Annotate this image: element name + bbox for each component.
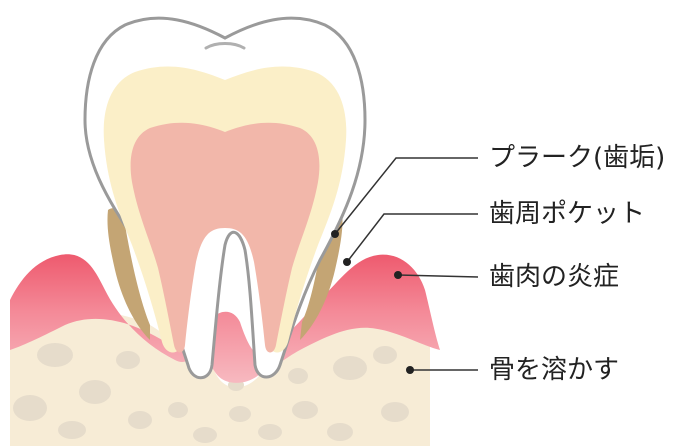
gum: [10, 254, 440, 383]
plaque-right: [300, 208, 343, 340]
leader-dot-plaque: [331, 230, 339, 238]
label-periodontal-pocket: 歯周ポケット: [489, 199, 646, 229]
pulp: [130, 122, 320, 353]
label-gum-inflammation: 歯肉の炎症: [489, 262, 620, 292]
label-bone-dissolution: 骨を溶かす: [489, 355, 620, 385]
plaque-left: [107, 208, 150, 340]
leader-line-plaque: [334, 157, 478, 235]
bone-spots: [13, 343, 409, 443]
leader-line-pocket: [346, 213, 478, 263]
bone: [10, 312, 430, 446]
leader-lines: [334, 157, 479, 371]
leader-line-inflammation: [397, 274, 479, 278]
crown-groove: [204, 42, 246, 50]
leader-dot-inflammation: [394, 271, 402, 279]
label-plaque: プラーク(歯垢): [489, 143, 666, 173]
leader-dot-bone: [406, 366, 414, 374]
leader-dot-pocket: [343, 258, 351, 266]
leader-dots: [331, 230, 414, 374]
